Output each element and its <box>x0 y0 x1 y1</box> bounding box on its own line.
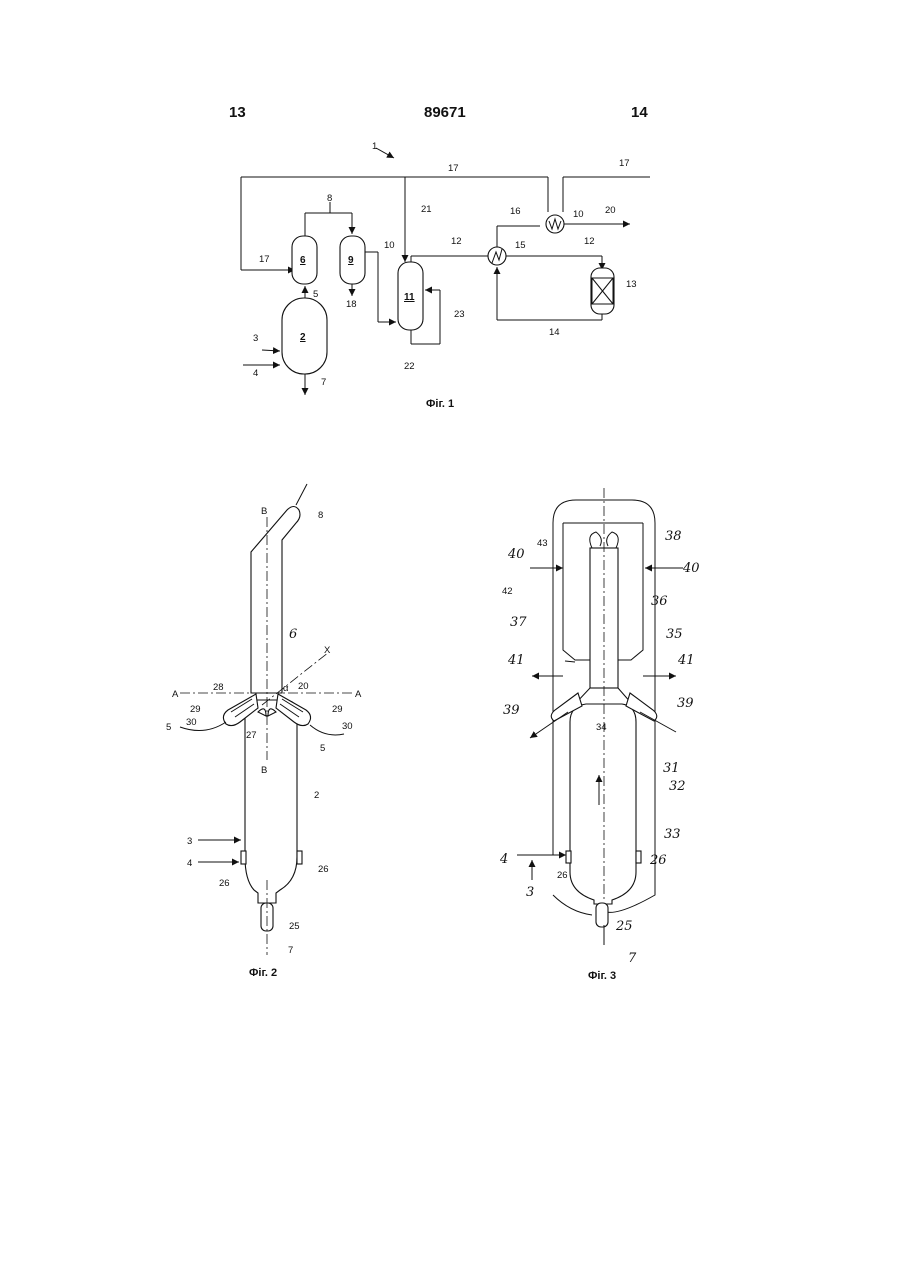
fig1-label-16: 16 <box>510 206 521 217</box>
fig2-label-4: 4 <box>187 858 192 869</box>
fig1-label-21: 21 <box>421 204 432 215</box>
fig1-label-13: 13 <box>626 279 637 290</box>
fig1-label-9: 9 <box>348 255 354 266</box>
fig2-label-3: 3 <box>187 836 192 847</box>
fig3-label-39a: 39 <box>503 703 520 718</box>
fig3-label-4: 4 <box>499 852 508 867</box>
fig2-label-25: 25 <box>289 921 300 932</box>
fig1-label-1: 1 <box>372 141 377 152</box>
fig1-label-6: 6 <box>300 255 306 266</box>
fig3-label-37: 37 <box>510 615 527 630</box>
fig2-label-8: 8 <box>318 510 323 521</box>
fig2-label-X: X <box>324 645 331 656</box>
fig3-label-25: 25 <box>615 919 633 934</box>
fig3-label-42: 42 <box>502 586 513 597</box>
fig3-label-41a: 41 <box>507 653 525 668</box>
fig2-label-A-left: A <box>172 689 179 700</box>
fig2-label-5b: 5 <box>320 743 325 754</box>
fig1-label-14: 14 <box>549 327 560 338</box>
fig2-label-30b: 30 <box>342 721 353 732</box>
fig1-label-15: 15 <box>515 240 526 251</box>
fig3-label-40a: 40 <box>507 547 525 562</box>
fig2-label-B-top: B <box>261 506 267 517</box>
reactor-32 <box>570 704 636 904</box>
fig1-label-2: 2 <box>300 332 306 343</box>
fig1-label-17c: 17 <box>259 254 270 265</box>
figure-2: B B A A X α 8 6 28 20 29 29 30 30 5 5 27… <box>166 484 362 979</box>
fig2-label-B-mid: B <box>261 765 267 776</box>
fig2-label-26a: 26 <box>219 878 230 889</box>
fig3-label-33: 33 <box>664 827 681 842</box>
fig3-label-39b: 39 <box>677 696 694 711</box>
fig3-label-7: 7 <box>628 951 637 966</box>
fig2-label-20: 20 <box>298 681 309 692</box>
fig1-label-3: 3 <box>253 333 258 344</box>
fig1-label-22: 22 <box>404 361 415 372</box>
fig3-label-38: 38 <box>665 529 682 544</box>
fig2-label-2: 2 <box>314 790 319 801</box>
fig1-label-12b: 12 <box>584 236 595 247</box>
fig2-label-29b: 29 <box>332 704 343 715</box>
figure-3: 38 43 40 40 42 36 37 35 41 41 39 39 34 3… <box>499 488 700 982</box>
fig2-label-7: 7 <box>288 945 293 956</box>
fig1-caption: Фіг. 1 <box>426 398 454 410</box>
fig3-label-32: 32 <box>669 779 686 794</box>
fig2-label-28: 28 <box>213 682 224 693</box>
outlet-25 <box>596 903 608 927</box>
fig1-label-23: 23 <box>454 309 465 320</box>
fig3-caption: Фіг. 3 <box>588 970 616 982</box>
fig1-label-11: 11 <box>404 292 415 303</box>
figure-1: 1 2 3 4 5 6 7 8 9 10 10 11 12 12 13 14 1… <box>241 141 650 410</box>
fig2-label-A-right: A <box>355 689 362 700</box>
fig3-label-43: 43 <box>537 538 548 549</box>
fig3-label-26a: 26 <box>557 870 568 881</box>
fig3-label-34: 34 <box>596 722 607 733</box>
fig1-label-4: 4 <box>253 368 258 379</box>
fig1-label-12a: 12 <box>451 236 462 247</box>
nozzle-26-left <box>241 851 246 864</box>
fig3-label-40b: 40 <box>682 561 700 576</box>
fig1-label-8: 8 <box>327 193 332 204</box>
fig1-label-19: 10 <box>573 209 584 220</box>
fig3-label-26b: 26 <box>649 853 667 868</box>
fig1-label-7: 7 <box>321 377 326 388</box>
fig1-label-5: 5 <box>313 289 318 300</box>
fig1-label-20: 20 <box>605 205 616 216</box>
fig2-label-27: 27 <box>246 730 257 741</box>
fig1-label-17a: 17 <box>448 163 459 174</box>
fig3-label-41b: 41 <box>677 653 695 668</box>
fig2-label-alpha: α <box>283 683 289 694</box>
fig1-label-10: 10 <box>384 240 395 251</box>
fig2-label-30a: 30 <box>186 717 197 728</box>
nozzle-26-right <box>297 851 302 864</box>
fig1-label-17b: 17 <box>619 158 630 169</box>
fig3-label-3: 3 <box>526 885 534 900</box>
riser-tube-6 <box>251 507 300 694</box>
fig3-label-31: 31 <box>663 761 680 776</box>
fig3-label-36: 36 <box>651 594 668 609</box>
fig2-label-6: 6 <box>289 627 297 642</box>
fig2-label-26b: 26 <box>318 864 329 875</box>
fig2-label-29a: 29 <box>190 704 201 715</box>
fig3-label-35: 35 <box>666 627 683 642</box>
fig2-caption: Фіг. 2 <box>249 967 277 979</box>
fig2-label-5a: 5 <box>166 722 171 733</box>
fig1-label-18: 18 <box>346 299 357 310</box>
